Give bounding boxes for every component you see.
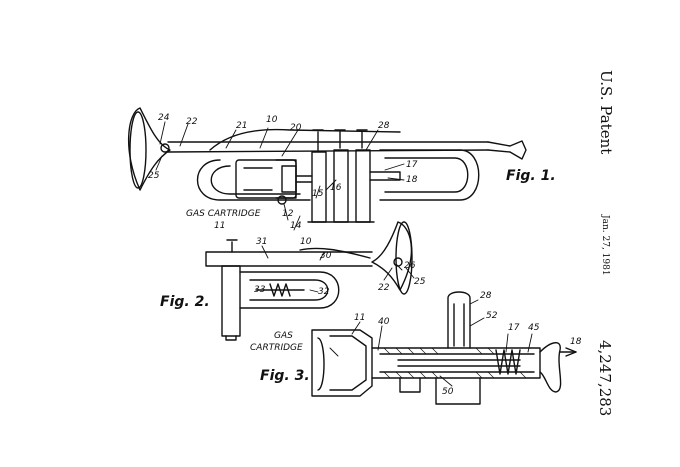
patent-header-title: U.S. Patent	[597, 70, 615, 155]
fig2-leader-lines	[261, 245, 415, 293]
fig3-label-18: 18	[570, 337, 582, 347]
fig1-label-16: 16	[330, 183, 342, 193]
fig1-caption: Fig. 1.	[506, 168, 556, 184]
fig3-label-50: 50	[442, 387, 454, 397]
fig1-label-24: 24	[158, 113, 170, 123]
fig3-caption: Fig. 3.	[260, 368, 310, 384]
fig3-label-40: 40	[378, 317, 390, 327]
fig3-label-11: 11	[354, 313, 365, 323]
fig1-label-28: 28	[378, 121, 390, 131]
fig1-label-18: 18	[406, 175, 418, 185]
fig1-label-20: 20	[290, 123, 302, 133]
fig3-label-cartridge: CARTRIDGE	[250, 343, 303, 353]
fig1-label-gas-cartridge: GAS CARTRIDGE	[186, 209, 261, 219]
fig1-label-22: 22	[186, 117, 198, 127]
fig2-label-22: 22	[378, 283, 390, 293]
fig3-section-hatching	[383, 347, 527, 379]
fig1-label-10: 10	[266, 115, 278, 125]
fig3-label-17: 17	[508, 323, 520, 333]
fig3-label-45: 45	[528, 323, 540, 333]
fig2-label-32: 32	[318, 287, 330, 297]
fig2-label-10: 10	[300, 237, 312, 247]
fig1-label-25: 25	[148, 171, 160, 181]
fig1-leader-lines	[155, 121, 405, 231]
fig1-label-14: 14	[290, 221, 302, 231]
fig1-label-21: 21	[236, 121, 247, 131]
fig2-label-33: 33	[254, 285, 266, 295]
fig1-trumpet-drawing	[128, 107, 527, 223]
patent-number: 4,247,283	[596, 340, 614, 417]
fig2-label-30: 30	[320, 251, 332, 261]
fig3-label-52: 52	[486, 311, 498, 321]
fig3-leader-lines	[329, 299, 533, 387]
fig3-section-drawing	[311, 291, 577, 405]
fig2-trumpet-drawing	[205, 221, 413, 341]
fig3-label-gas: GAS	[274, 331, 293, 341]
fig2-label-26: 26	[404, 261, 416, 271]
fig2-label-31: 31	[256, 237, 267, 247]
patent-date: Jan. 27, 1981	[600, 215, 610, 276]
fig1-label-15: 15	[312, 189, 324, 199]
fig1-label-12: 12	[282, 209, 294, 219]
fig2-caption: Fig. 2.	[160, 294, 210, 310]
fig1-label-17: 17	[406, 160, 418, 170]
fig2-label-25: 25	[414, 277, 426, 287]
fig3-label-28: 28	[480, 291, 492, 301]
fig1-label-11: 11	[214, 221, 225, 231]
